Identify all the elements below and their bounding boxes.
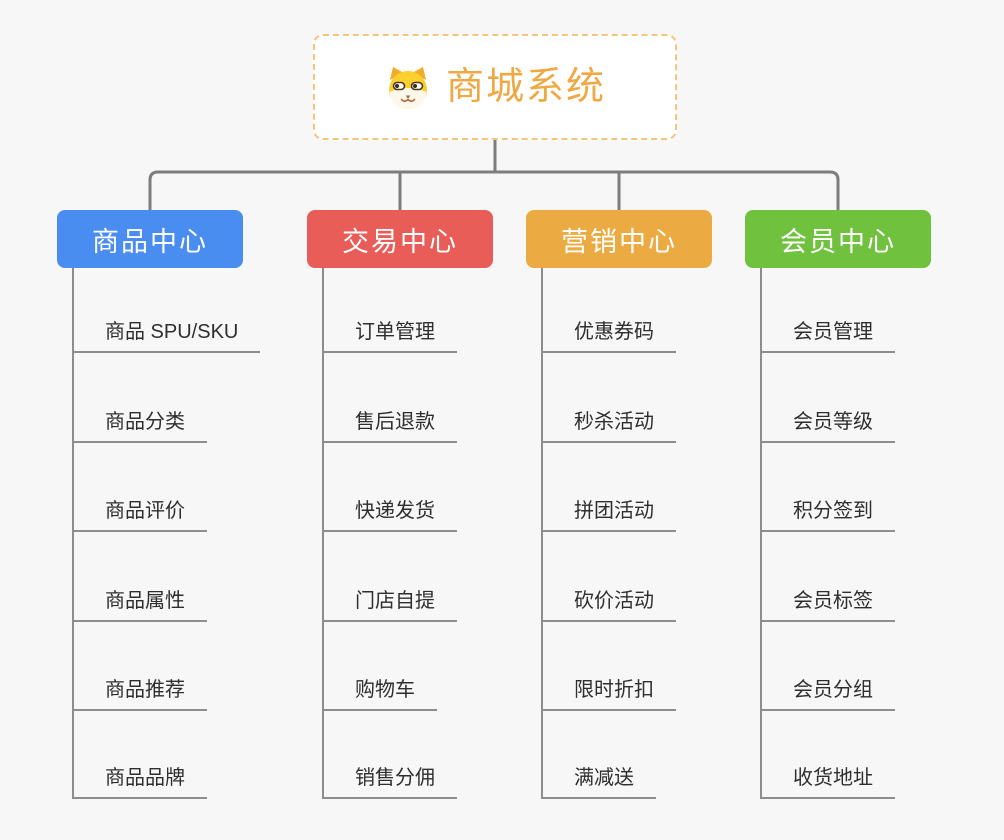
- leaf-node[interactable]: 门店自提: [322, 584, 457, 622]
- leaf-node[interactable]: 会员分组: [760, 673, 895, 711]
- branch-header-member-center[interactable]: 会员中心: [745, 210, 931, 268]
- leaf-node[interactable]: 限时折扣: [541, 673, 676, 711]
- leaf-node[interactable]: 销售分佣: [322, 761, 457, 799]
- leaf-node[interactable]: 秒杀活动: [541, 405, 676, 443]
- branch-header-marketing-center[interactable]: 营销中心: [526, 210, 712, 268]
- leaf-node[interactable]: 商品属性: [72, 584, 207, 622]
- leaf-node[interactable]: 积分签到: [760, 494, 895, 532]
- branch-vline: [541, 268, 543, 799]
- bus-line: [148, 170, 840, 210]
- leaf-node[interactable]: 会员管理: [760, 315, 895, 353]
- leaf-node[interactable]: 优惠券码: [541, 315, 676, 353]
- branch-marketing-center: 营销中心 优惠券码 秒杀活动 拼团活动 砍价活动 限时折扣 满减送: [526, 210, 786, 810]
- leaf-node[interactable]: 商品推荐: [72, 673, 207, 711]
- leaf-node[interactable]: 满减送: [541, 761, 656, 799]
- branch-member-center: 会员中心 会员管理 会员等级 积分签到 会员标签 会员分组 收货地址: [745, 210, 1004, 810]
- leaf-node[interactable]: 商品评价: [72, 494, 207, 532]
- root-node[interactable]: 商城系统: [313, 34, 677, 140]
- leaf-node[interactable]: 购物车: [322, 673, 437, 711]
- branch-vline: [72, 268, 74, 799]
- leaf-node[interactable]: 快递发货: [322, 494, 457, 532]
- leaf-node[interactable]: 商品分类: [72, 405, 207, 443]
- leaf-node[interactable]: 收货地址: [760, 761, 895, 799]
- leaf-node[interactable]: 会员等级: [760, 405, 895, 443]
- branch-product-center: 商品中心 商品 SPU/SKU 商品分类 商品评价 商品属性 商品推荐 商品品牌: [57, 210, 317, 810]
- root-title: 商城系统: [445, 66, 606, 108]
- leaf-node[interactable]: 会员标签: [760, 584, 895, 622]
- leaf-node[interactable]: 订单管理: [322, 315, 457, 353]
- doge-icon: [388, 67, 427, 109]
- leaf-node[interactable]: 商品 SPU/SKU: [72, 315, 261, 353]
- leaf-node[interactable]: 商品品牌: [72, 761, 207, 799]
- leaf-node[interactable]: 售后退款: [322, 405, 457, 443]
- branch-vline: [322, 268, 324, 799]
- leaf-node[interactable]: 拼团活动: [541, 494, 676, 532]
- branch-trade-center: 交易中心 订单管理 售后退款 快递发货 门店自提 购物车 销售分佣: [307, 210, 567, 810]
- leaf-node[interactable]: 砍价活动: [541, 584, 676, 622]
- branch-vline: [760, 268, 762, 799]
- branch-header-product-center[interactable]: 商品中心: [57, 210, 243, 268]
- branch-header-trade-center[interactable]: 交易中心: [307, 210, 493, 268]
